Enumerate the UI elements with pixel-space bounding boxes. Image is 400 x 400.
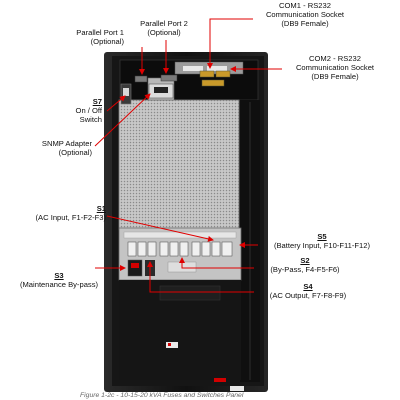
label-s3: S3 (Maintenance By-pass) bbox=[19, 271, 99, 289]
label-s1: S1 (AC Input, F1-F2-F3) bbox=[35, 204, 106, 222]
arrow-s4 bbox=[147, 261, 254, 293]
fuses-panel bbox=[118, 227, 242, 281]
parallel-port-2 bbox=[160, 74, 178, 82]
label-s4: S4 (AC Output, F7-F8-F9) bbox=[269, 282, 347, 300]
label-s2: S2 (By-Pass, F4-F5-F6) bbox=[270, 256, 340, 274]
figure-caption: Figure 1-2c - 10-15-20 kVA Fuses and Swi… bbox=[80, 392, 244, 399]
label-parallel-port-2: Parallel Port 2 (Optional) bbox=[140, 19, 188, 37]
arrow-s1 bbox=[106, 215, 214, 242]
on-off-switch bbox=[120, 83, 132, 105]
parallel-port-1 bbox=[134, 75, 148, 83]
arrow-com1 bbox=[207, 18, 253, 69]
label-com2: COM2 - RS232 Communication Socket (DB9 F… bbox=[295, 54, 375, 81]
label-s7: S7 On / Off Switch bbox=[75, 97, 102, 124]
label-s5: S5 (Battery Input, F10-F11-F12) bbox=[273, 232, 371, 250]
snmp-adapter bbox=[148, 83, 174, 99]
arrow-s7 bbox=[106, 95, 126, 112]
label-parallel-port-1: Parallel Port 1 (Optional) bbox=[76, 28, 124, 46]
pointer-arrows bbox=[94, 18, 282, 293]
label-com1: COM1 - RS232 Communication Socket (DB9 F… bbox=[265, 1, 345, 28]
arrow-s2 bbox=[179, 257, 254, 269]
label-snmp: SNMP Adapter (Optional) bbox=[41, 139, 92, 157]
com1-socket bbox=[199, 70, 231, 78]
com2-socket bbox=[201, 79, 225, 87]
vent-panel bbox=[118, 77, 240, 231]
lower-panel bbox=[119, 280, 244, 391]
arrow-snmp bbox=[94, 93, 151, 147]
